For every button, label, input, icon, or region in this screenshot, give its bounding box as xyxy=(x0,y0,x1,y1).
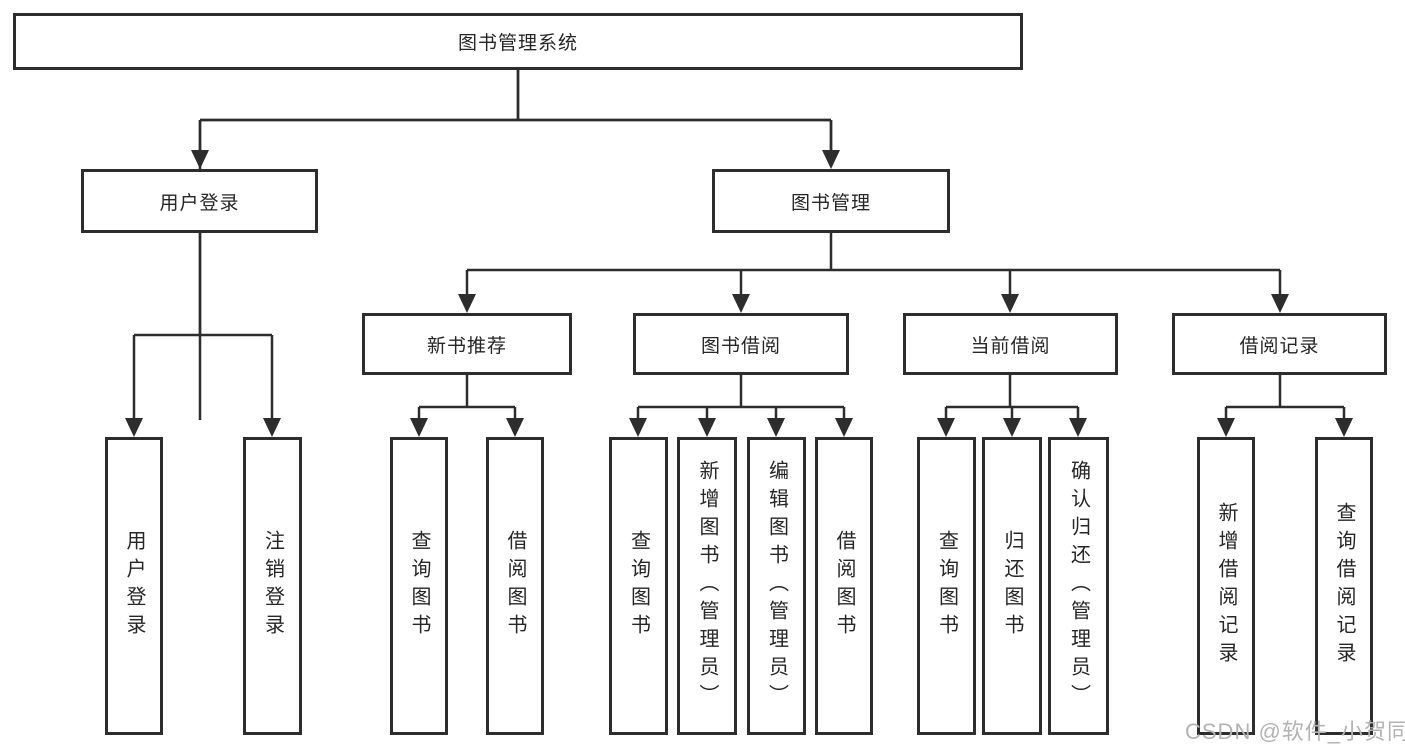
arrowhead-bor-borrow xyxy=(835,418,853,437)
node-user-login: 用户登录 xyxy=(81,169,318,233)
leaf-borrow-borrow-books: 借阅图书 xyxy=(815,437,873,735)
leaf-borrow-edit-books-admin: 编辑图书（管理员） xyxy=(747,437,806,735)
connector-books-to-level3 xyxy=(465,233,1282,296)
arrowhead-rec-borrow xyxy=(506,418,524,437)
connector-records-to-leaves xyxy=(1224,375,1346,420)
leaf-current-query-books: 查询图书 xyxy=(917,437,976,735)
arrowhead-records xyxy=(1271,294,1289,313)
connector-root-branches xyxy=(198,70,833,152)
arrowhead-borrow xyxy=(732,294,750,313)
arrowhead-cur-query xyxy=(937,418,955,437)
leaf-recommend-borrow-books: 借阅图书 xyxy=(486,437,544,735)
node-current-borrowing: 当前借阅 xyxy=(903,313,1118,375)
leaf-recommend-query-books: 查询图书 xyxy=(390,437,448,735)
connector-recommend-to-leaves xyxy=(417,375,517,420)
arrowhead-bor-query xyxy=(629,418,647,437)
leaf-records-query-record: 查询借阅记录 xyxy=(1315,437,1373,735)
leaf-borrow-add-books-admin: 新增图书（管理员） xyxy=(677,437,737,735)
node-borrow-records: 借阅记录 xyxy=(1172,313,1387,375)
arrowhead-login xyxy=(191,150,209,169)
arrowhead-leaf-logout xyxy=(263,418,281,437)
arrowhead-books xyxy=(822,150,840,169)
leaf-borrow-query-books: 查询图书 xyxy=(609,437,668,735)
arrowhead-leaf-user-login xyxy=(125,418,143,437)
leaf-user-login: 用户登录 xyxy=(105,437,163,735)
node-new-book-recommend: 新书推荐 xyxy=(362,313,572,375)
connector-login-to-leaves xyxy=(132,233,274,420)
node-book-borrowing: 图书借阅 xyxy=(633,313,849,375)
leaf-current-return-books: 归还图书 xyxy=(982,437,1042,735)
arrowhead-recd-add xyxy=(1217,418,1235,437)
arrowhead-bor-edit xyxy=(767,418,785,437)
arrowhead-cur-return xyxy=(1003,418,1021,437)
connector-borrow-to-leaves xyxy=(636,375,846,420)
arrowhead-recommend xyxy=(458,294,476,313)
node-book-management: 图书管理 xyxy=(712,169,950,233)
arrowhead-bor-add xyxy=(698,418,716,437)
arrowhead-cur-confirm xyxy=(1069,418,1087,437)
arrowhead-current xyxy=(1001,294,1019,313)
leaf-records-add-record: 新增借阅记录 xyxy=(1197,437,1255,735)
leaf-current-confirm-return-admin: 确认归还（管理员） xyxy=(1048,437,1109,735)
csdn-watermark: CSDN @软件_小贺同学 xyxy=(1185,719,1405,744)
node-root-system: 图书管理系统 xyxy=(13,13,1023,70)
leaf-logout: 注销登录 xyxy=(243,437,302,735)
arrowhead-rec-query xyxy=(410,418,428,437)
connector-current-to-leaves xyxy=(944,375,1080,420)
arrowhead-recd-query xyxy=(1335,418,1353,437)
